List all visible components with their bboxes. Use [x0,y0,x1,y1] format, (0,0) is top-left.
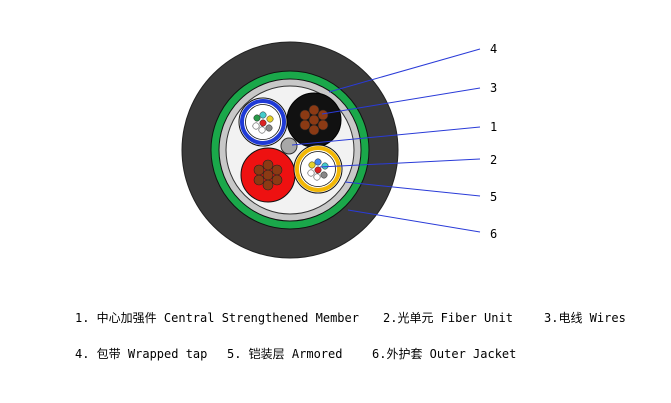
leader-line-5 [344,181,481,197]
leader-line-1 [291,126,481,146]
callout-1: 1 [490,120,498,134]
wire-black [286,92,342,148]
wire-red [240,147,296,203]
legend-fiber-unit: 2.光单元 Fiber Unit [383,311,513,325]
callout-6: 6 [490,227,498,241]
fiber-unit-yellow [293,144,343,194]
callout-3: 3 [490,81,498,95]
legend-row-2: 4. 包带 Wrapped tap 5. 铠装层 Armored 6.外护套 O… [0,345,671,363]
cable-cross-section-diagram [181,41,481,259]
central-strength-member [280,137,298,155]
callout-5: 5 [490,190,498,204]
legend-wrapped-tape: 4. 包带 Wrapped tap [75,347,208,361]
leader-line-3 [321,87,481,115]
callout-2: 2 [490,153,498,167]
legend-central-strength-member: 1. 中心加强件 Central Strengthened Member [75,311,359,325]
callout-4: 4 [490,42,498,56]
legend-wires: 3.电线 Wires [544,311,626,325]
leader-line-6 [347,209,481,233]
legend-row-1: 1. 中心加强件 Central Strengthened Member 2.光… [0,309,671,327]
leader-line-4 [328,48,481,93]
fiber-unit-blue [238,97,288,147]
legend-outer-jacket: 6.外护套 Outer Jacket [372,347,517,361]
leader-line-2 [319,158,481,168]
legend-armored: 5. 铠装层 Armored [227,347,343,361]
